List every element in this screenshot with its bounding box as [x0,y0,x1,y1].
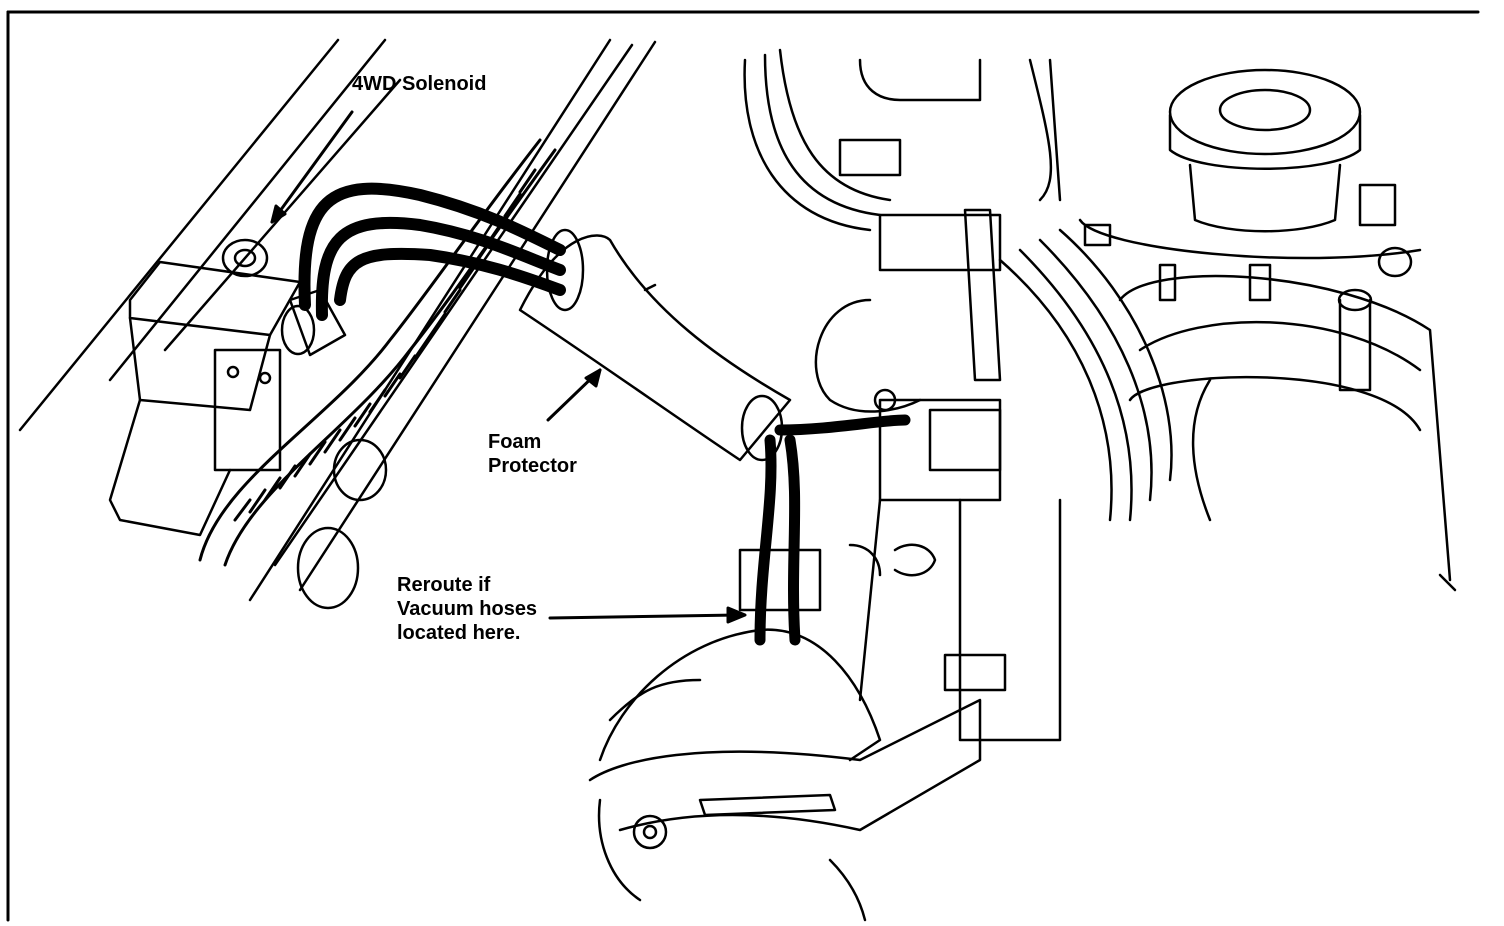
foam-arrowhead [584,368,602,388]
intake-manifold-and-harness [743,48,1173,742]
reroute-note-label: Reroute if Vacuum hoses located here. [397,573,537,645]
valve-cover-housing [1078,183,1457,592]
vacuum-hoses-upper [298,182,566,321]
foam-protector-label: Foam Protector [488,430,577,478]
foam-label-line1: Foam [488,431,542,453]
reroute-leader-line [548,613,740,620]
solenoid-arrowhead [270,204,287,224]
vacuum-hoses-lower [754,414,911,646]
fill-cap [1168,68,1362,233]
reroute-label-line2: Vacuum hoses [397,598,538,620]
callout-arrows [270,110,747,624]
reroute-label-line1: Reroute if [397,574,491,596]
reroute-arrowhead [726,606,747,624]
reroute-label-line3: located here. [397,622,521,644]
solenoid-label-text: 4WD Solenoid [352,73,487,95]
solenoid-leader-line [270,110,354,224]
throttle-body-assembly [588,543,1007,922]
foam-label-line2: Protector [488,455,577,477]
solenoid-label: 4WD Solenoid [352,72,486,96]
corrugated-wire-loom [198,138,557,567]
